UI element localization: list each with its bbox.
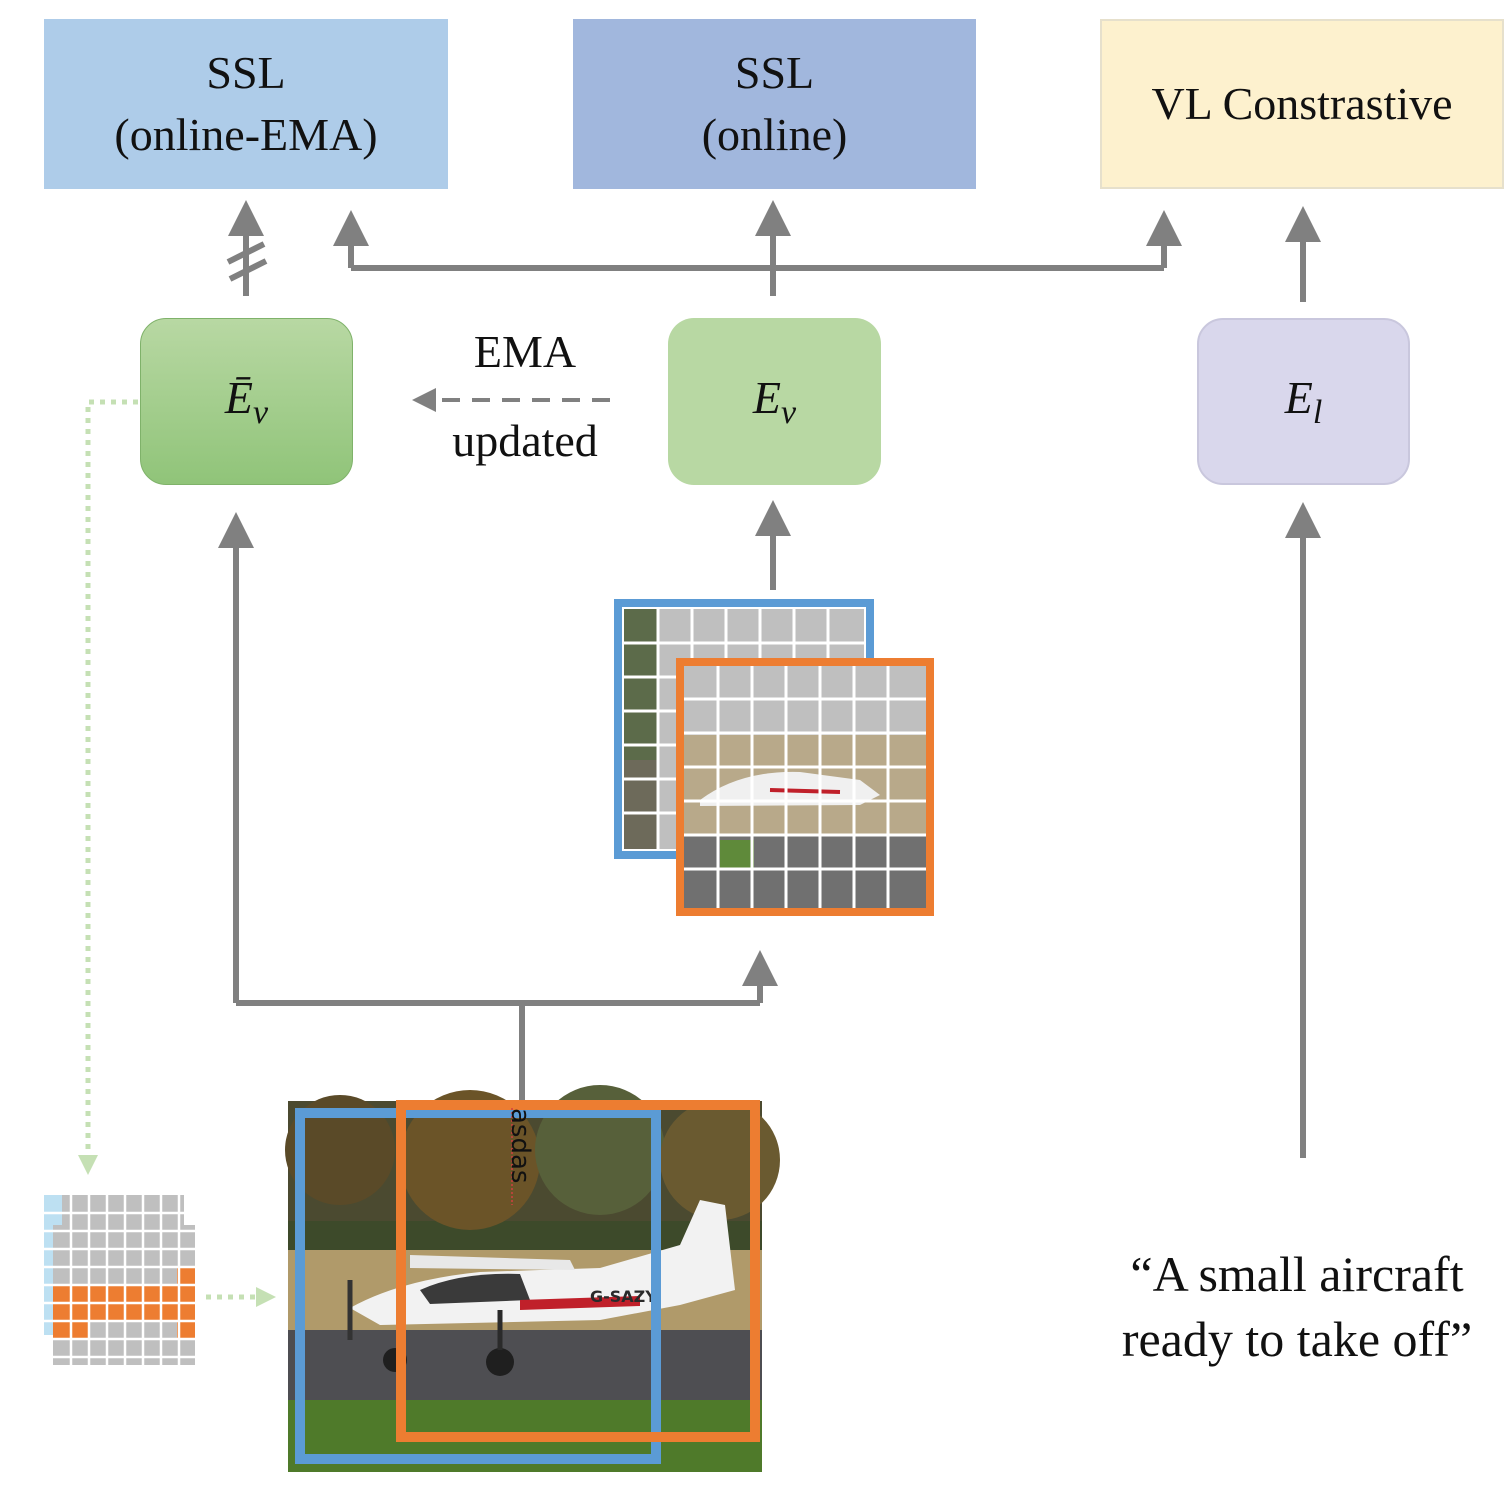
ssl-online-ema-loss-box: SSL (online-EMA): [44, 19, 448, 189]
visual-encoder-symbol: E: [752, 371, 781, 423]
crop-view-2-frame: [396, 1100, 760, 1442]
updated-label: updated: [452, 415, 598, 466]
ssl-online-ema-subtitle: (online-EMA): [114, 109, 378, 160]
caption-line-1: “A small aircraft: [1130, 1246, 1464, 1302]
visual-encoder-subscript: v: [781, 394, 797, 432]
ssl-online-ema-title: SSL: [206, 47, 286, 98]
caption-line-2: ready to take off”: [1121, 1311, 1473, 1367]
plane-registration: G-SAZY: [590, 1287, 657, 1306]
ssl-online-loss-box: SSL (online): [573, 19, 976, 189]
ema-label: EMA: [473, 326, 577, 377]
ssl-online-subtitle: (online): [701, 109, 848, 160]
language-encoder-subscript: l: [1312, 394, 1323, 432]
stop-gradient-mark-2: [228, 258, 268, 282]
masked-view-2: [676, 658, 934, 916]
feedback-arrowhead-right: [256, 1287, 276, 1307]
feedback-arrowhead-down: [78, 1155, 98, 1175]
ema-visual-encoder-subscript: v: [253, 394, 269, 432]
vl-contrastive-loss-box: VL Constrastive: [1100, 19, 1504, 189]
image-annotation: asdas: [505, 1108, 535, 1183]
feature-grid-front: [44, 1195, 195, 1365]
ssl-online-title: SSL: [734, 47, 815, 98]
stop-gradient-mark-1: [226, 241, 266, 265]
ema-visual-encoder: Ēv: [140, 318, 353, 485]
vl-contrastive-title: VL Constrastive: [1151, 78, 1453, 129]
crop-view-1-frame: [295, 1108, 661, 1464]
language-encoder: El: [1197, 318, 1410, 485]
view-2-frame: [676, 658, 934, 916]
visual-encoder: Ev: [668, 318, 881, 485]
language-encoder-symbol: E: [1284, 371, 1313, 423]
ema-visual-encoder-symbol: Ē: [224, 371, 253, 423]
